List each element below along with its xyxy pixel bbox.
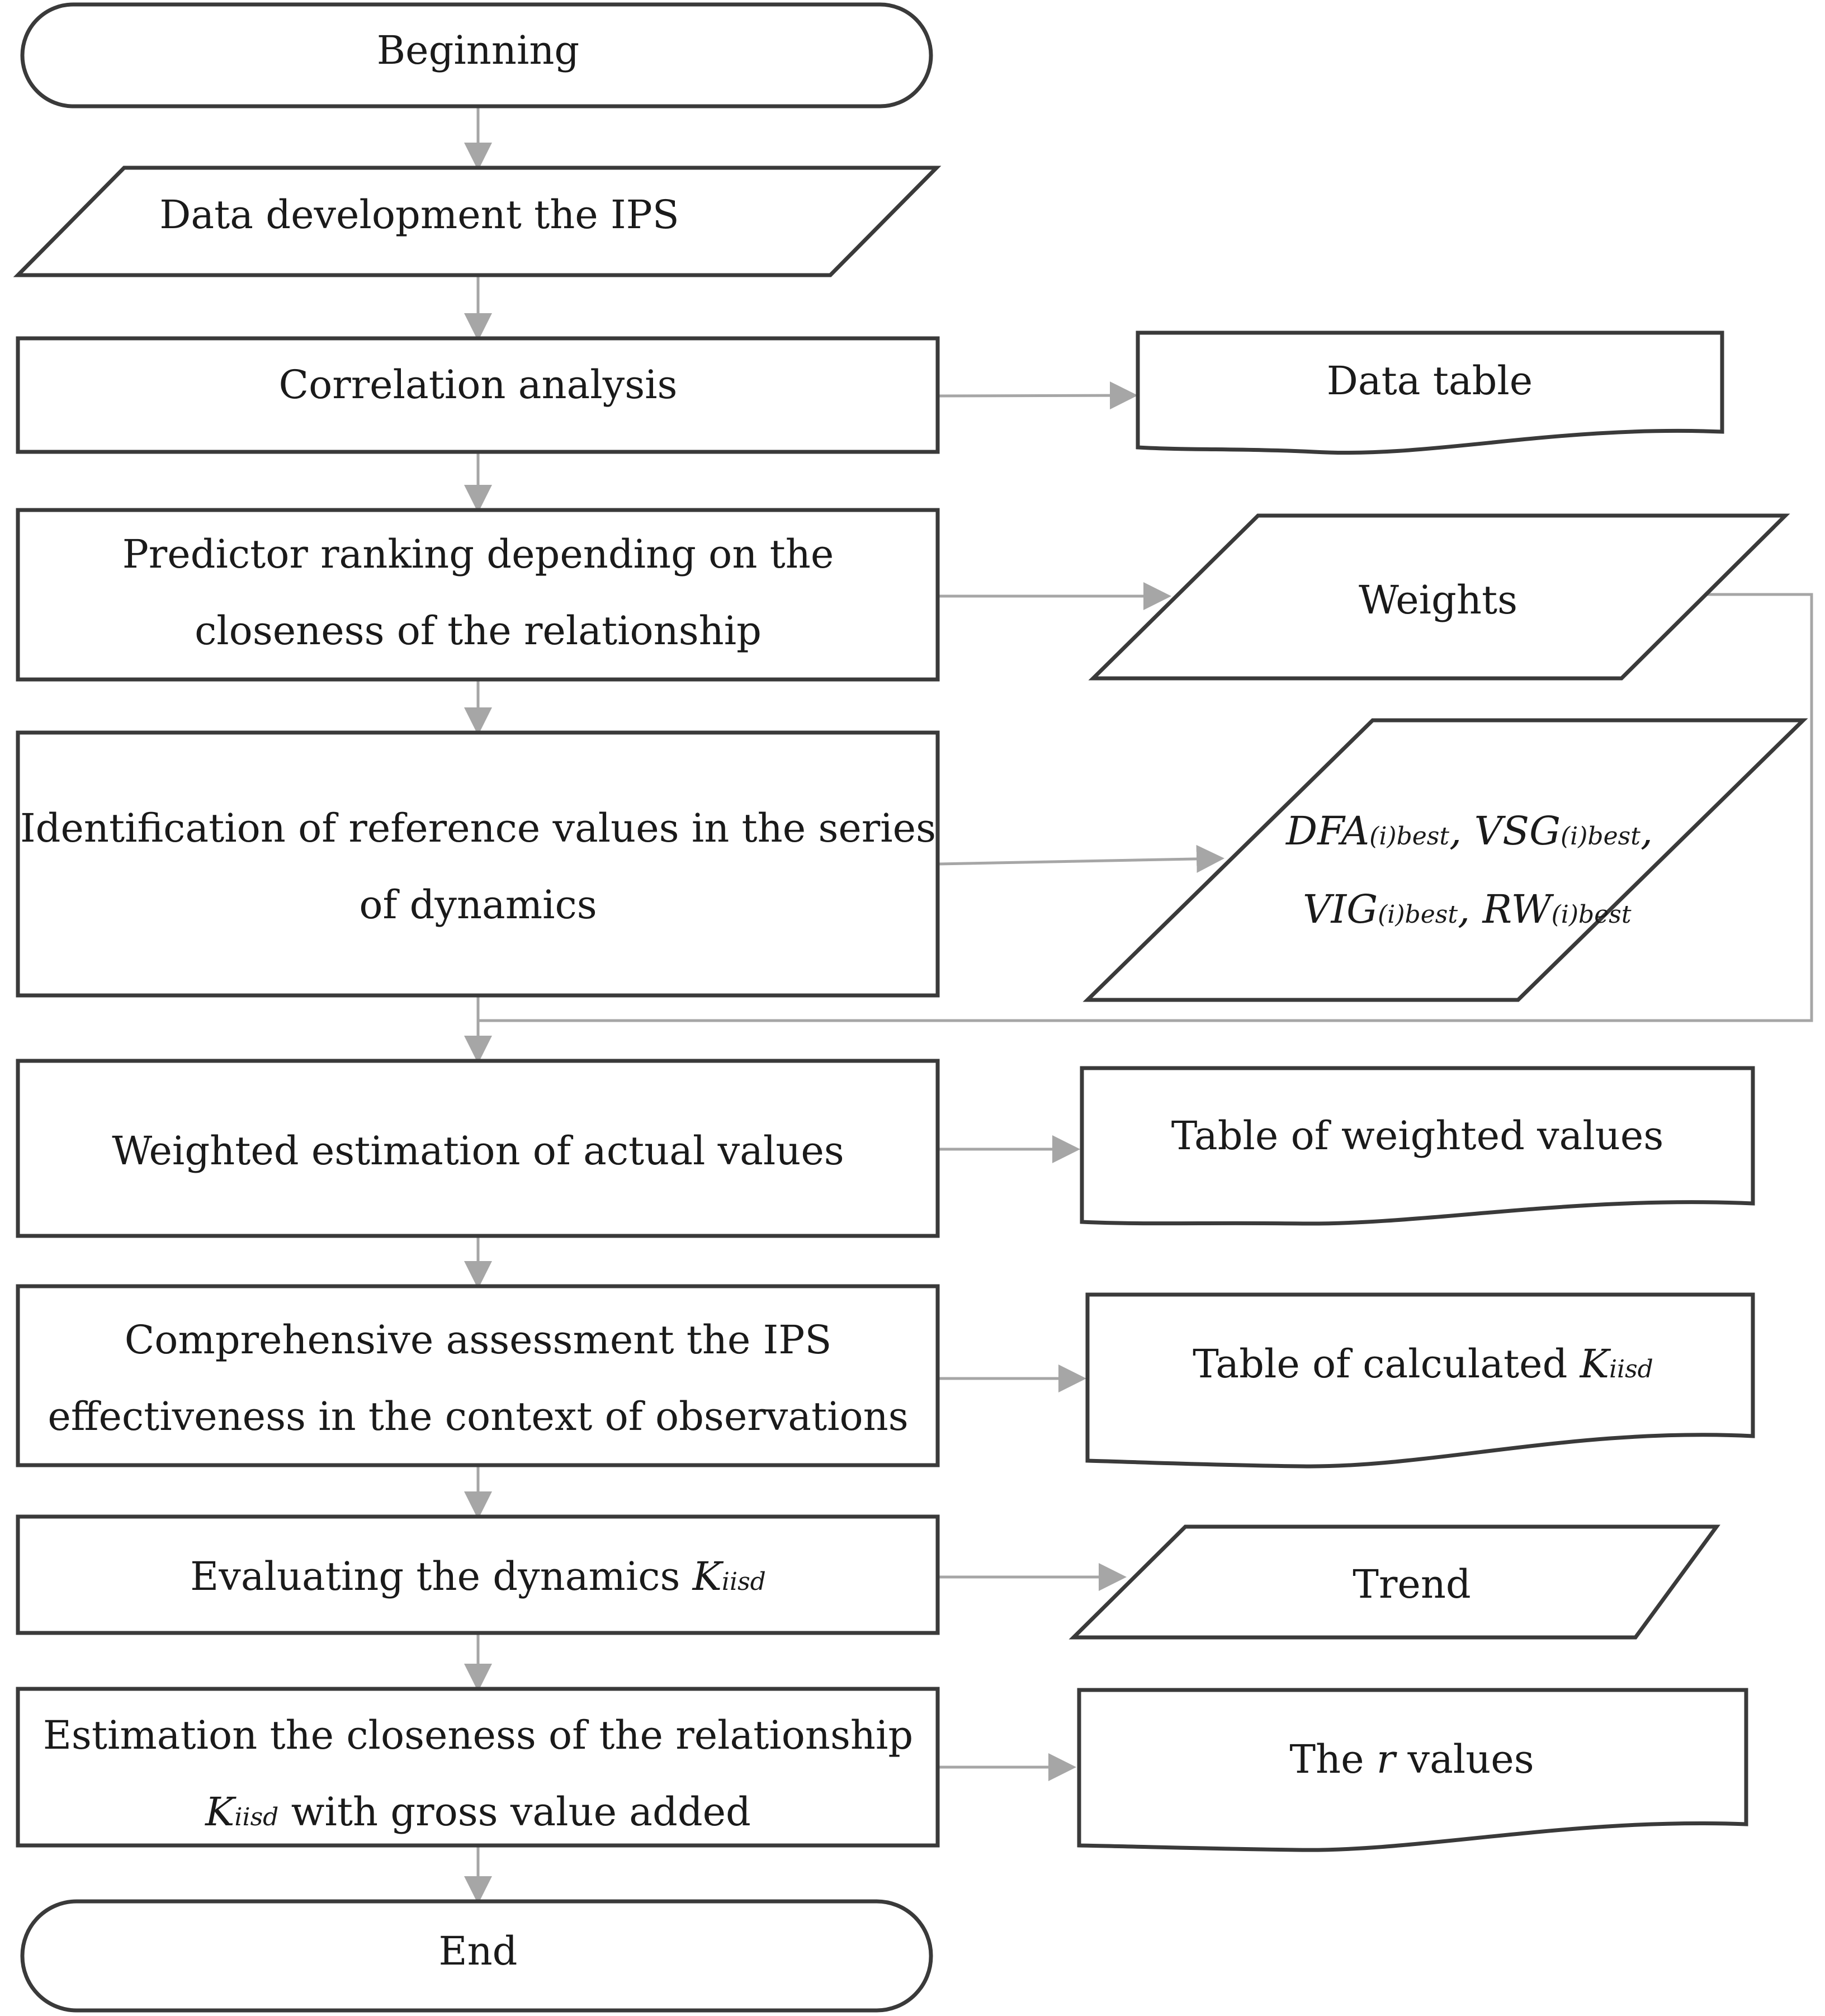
calculated-table-label: Table of calculated Kiisd <box>1193 1341 1653 1387</box>
calc-var: K <box>1579 1341 1611 1387</box>
ref-sep3: , <box>1458 886 1483 932</box>
evaluating-sub: iisd <box>722 1568 766 1596</box>
ref-vsg-sub: (i)best <box>1561 822 1640 851</box>
calculated-table-document: Table of calculated Kiisd <box>1085 1292 1755 1469</box>
weights-parallelogram: Weights <box>1088 513 1790 681</box>
comprehensive-label-line2: effectiveness in the context of observat… <box>48 1394 908 1439</box>
r-values-document: The r values <box>1077 1688 1748 1852</box>
reference-values-parallelogram: DFA(i)best, VSG(i)best, VIG(i)best, RW(i… <box>1082 718 1808 1002</box>
data-input-parallelogram: Data development the IPS <box>13 166 942 277</box>
end-label: End <box>439 1928 518 1974</box>
estimation-label-line1: Estimation the closeness of the relation… <box>43 1712 913 1758</box>
ranking-label-line2: closeness of the relationship <box>195 608 762 654</box>
evaluating-label: Evaluating the dynamics Kiisd <box>190 1554 766 1599</box>
data-input-label: Data development the IPS <box>159 192 679 238</box>
end-terminal: End <box>20 1899 933 2013</box>
arrow-to-reference-values <box>938 844 1224 873</box>
connectors <box>464 107 1813 1904</box>
estimation-process: Estimation the closeness of the relation… <box>16 1687 940 1848</box>
weighted-process: Weighted estimation of actual values <box>16 1059 940 1238</box>
arrow-to-data-table <box>938 381 1138 410</box>
correlation-process: Correlation analysis <box>16 336 940 454</box>
comprehensive-process: Comprehensive assessment the IPS effecti… <box>16 1284 940 1467</box>
evaluating-prefix: Evaluating the dynamics <box>190 1554 692 1599</box>
weights-label: Weights <box>1359 577 1517 623</box>
weights-feedback-line <box>478 593 1813 1022</box>
trend-label: Trend <box>1353 1561 1471 1607</box>
ref-sep1: , <box>1449 808 1474 854</box>
identification-label-line2: of dynamics <box>359 882 597 928</box>
ref-rw: RW <box>1482 886 1554 932</box>
ref-dfa: DFA <box>1285 808 1369 854</box>
r-prefix: The <box>1289 1736 1376 1782</box>
ref-dfa-sub: (i)best <box>1369 822 1449 851</box>
start-label: Beginning <box>377 27 580 73</box>
identification-process: Identification of reference values in th… <box>16 730 940 998</box>
data-table-document: Data table <box>1136 331 1724 455</box>
r-var: r <box>1377 1736 1397 1782</box>
weighted-label: Weighted estimation of actual values <box>112 1128 844 1174</box>
ref-rw-sub: (i)best <box>1552 900 1632 929</box>
r-suffix: values <box>1395 1736 1534 1782</box>
weighted-table-document: Table of weighted values <box>1080 1066 1755 1226</box>
weighted-table-label: Table of weighted values <box>1171 1113 1664 1159</box>
calc-sub: iisd <box>1609 1355 1653 1384</box>
start-terminal: Beginning <box>20 2 933 108</box>
ref-vig-sub: (i)best <box>1378 900 1458 929</box>
identification-label-line1: Identification of reference values in th… <box>20 805 936 851</box>
ref-vig: VIG <box>1303 886 1378 932</box>
data-table-label: Data table <box>1327 358 1533 404</box>
r-values-label: The r values <box>1289 1736 1534 1782</box>
evaluating-process: Evaluating the dynamics Kiisd <box>16 1514 940 1635</box>
ranking-process: Predictor ranking depending on the close… <box>16 508 940 682</box>
ranking-label-line1: Predictor ranking depending on the <box>122 531 834 577</box>
calc-prefix: Table of calculated <box>1193 1341 1580 1387</box>
comprehensive-label-line1: Comprehensive assessment the IPS <box>125 1317 832 1363</box>
evaluating-var: K <box>692 1554 724 1599</box>
estimation-sub: iisd <box>234 1803 278 1831</box>
ref-vsg: VSG <box>1474 808 1561 854</box>
estimation-suffix: with gross value added <box>278 1789 751 1835</box>
estimation-var: K <box>204 1789 237 1835</box>
trend-parallelogram: Trend <box>1068 1524 1720 1640</box>
correlation-label: Correlation analysis <box>279 362 678 408</box>
estimation-label-line2: Kiisd with gross value added <box>204 1789 751 1835</box>
reference-values-line2: VIG(i)best, RW(i)best <box>1303 886 1632 932</box>
reference-values-line1: DFA(i)best, VSG(i)best, <box>1285 808 1653 854</box>
ref-sep2: , <box>1640 808 1653 854</box>
